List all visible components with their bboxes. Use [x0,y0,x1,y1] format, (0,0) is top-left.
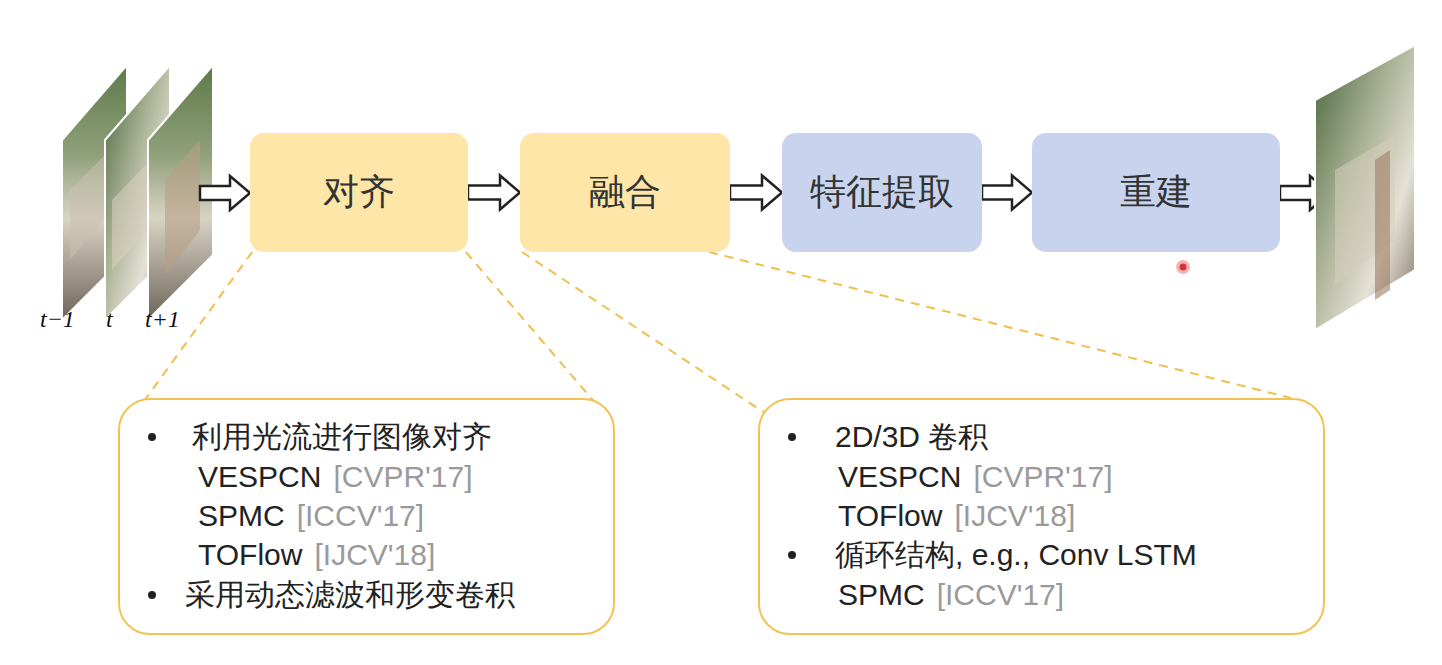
callout-leader [466,252,595,403]
pointer-dot [1180,264,1187,271]
bullet-dot [788,551,796,559]
callout-box: 2D/3D 卷积VESPCN [CVPR'17] TOFlow [IJCV'18]循环… [758,398,1325,635]
text-line: TOFlow [IJCV'18] [838,496,1075,536]
text-line: 采用动态滤波和形变卷积 [185,575,515,615]
process-box: 对齐 [250,133,468,252]
flow-arrow [468,176,520,210]
box-label: 重建 [1120,168,1192,217]
input-arrow [200,176,250,210]
venue-tag: [ICCV'17] [297,499,424,533]
box-label: 融合 [589,168,661,217]
frame-time-label: t−1 [40,306,75,333]
text-line: SPMC [ICCV'17] [838,575,1064,615]
bullet-text: TOFlow [838,499,942,533]
frame-time-label: t+1 [145,306,180,333]
venue-tag: [ICCV'17] [937,578,1064,612]
text-line: 2D/3D 卷积 [835,417,988,457]
bullet-text: SPMC [838,578,925,612]
bullet-dot [148,433,156,441]
box-label: 对齐 [323,168,395,217]
frame-time-label: t [106,306,113,333]
text-line: SPMC [ICCV'17] [198,496,424,536]
process-box: 特征提取 [782,133,982,252]
venue-tag: [IJCV'18] [954,499,1075,533]
bullet-text: SPMC [198,499,285,533]
bullet-text: TOFlow [198,538,302,572]
bullet-dot [148,591,156,599]
bullet-text: VESPCN [198,460,321,494]
text-line: VESPCN [CVPR'17] [838,457,1113,497]
box-label: 特征提取 [810,168,954,217]
text-line: VESPCN [CVPR'17] [198,457,473,497]
process-box: 重建 [1032,133,1280,252]
text-line: 循环结构, e.g., Conv LSTM [835,535,1197,575]
flow-arrow [982,176,1032,210]
bullet-text: 循环结构, e.g., Conv LSTM [835,535,1197,576]
output-frame [1315,45,1415,330]
input-frame-stack [62,65,213,320]
frame-detail [1375,150,1390,300]
pointer-dot-halo [1176,260,1190,274]
venue-tag: [CVPR'17] [973,460,1112,494]
frame-image [1315,45,1415,330]
venue-tag: [IJCV'18] [314,538,435,572]
frame-detail [165,140,200,275]
callout-leader [709,252,1291,398]
callout-box: 利用光流进行图像对齐VESPCN[CVPR'17]SPMC[ICCV'17]TO… [118,398,615,635]
bullet-dot [788,433,796,441]
process-box: 融合 [520,133,730,252]
flow-arrow [730,176,782,210]
venue-tag: [CVPR'17] [333,460,472,494]
bullet-text: 采用动态滤波和形变卷积 [185,575,515,616]
callout-leader [143,252,252,403]
text-line: TOFlow [IJCV'18] [198,535,435,575]
callout-leader [522,252,764,412]
bullet-text: 利用光流进行图像对齐 [192,417,492,458]
text-line: 利用光流进行图像对齐 [192,417,492,457]
bullet-text: 2D/3D 卷积 [835,417,988,458]
bullet-text: VESPCN [838,460,961,494]
